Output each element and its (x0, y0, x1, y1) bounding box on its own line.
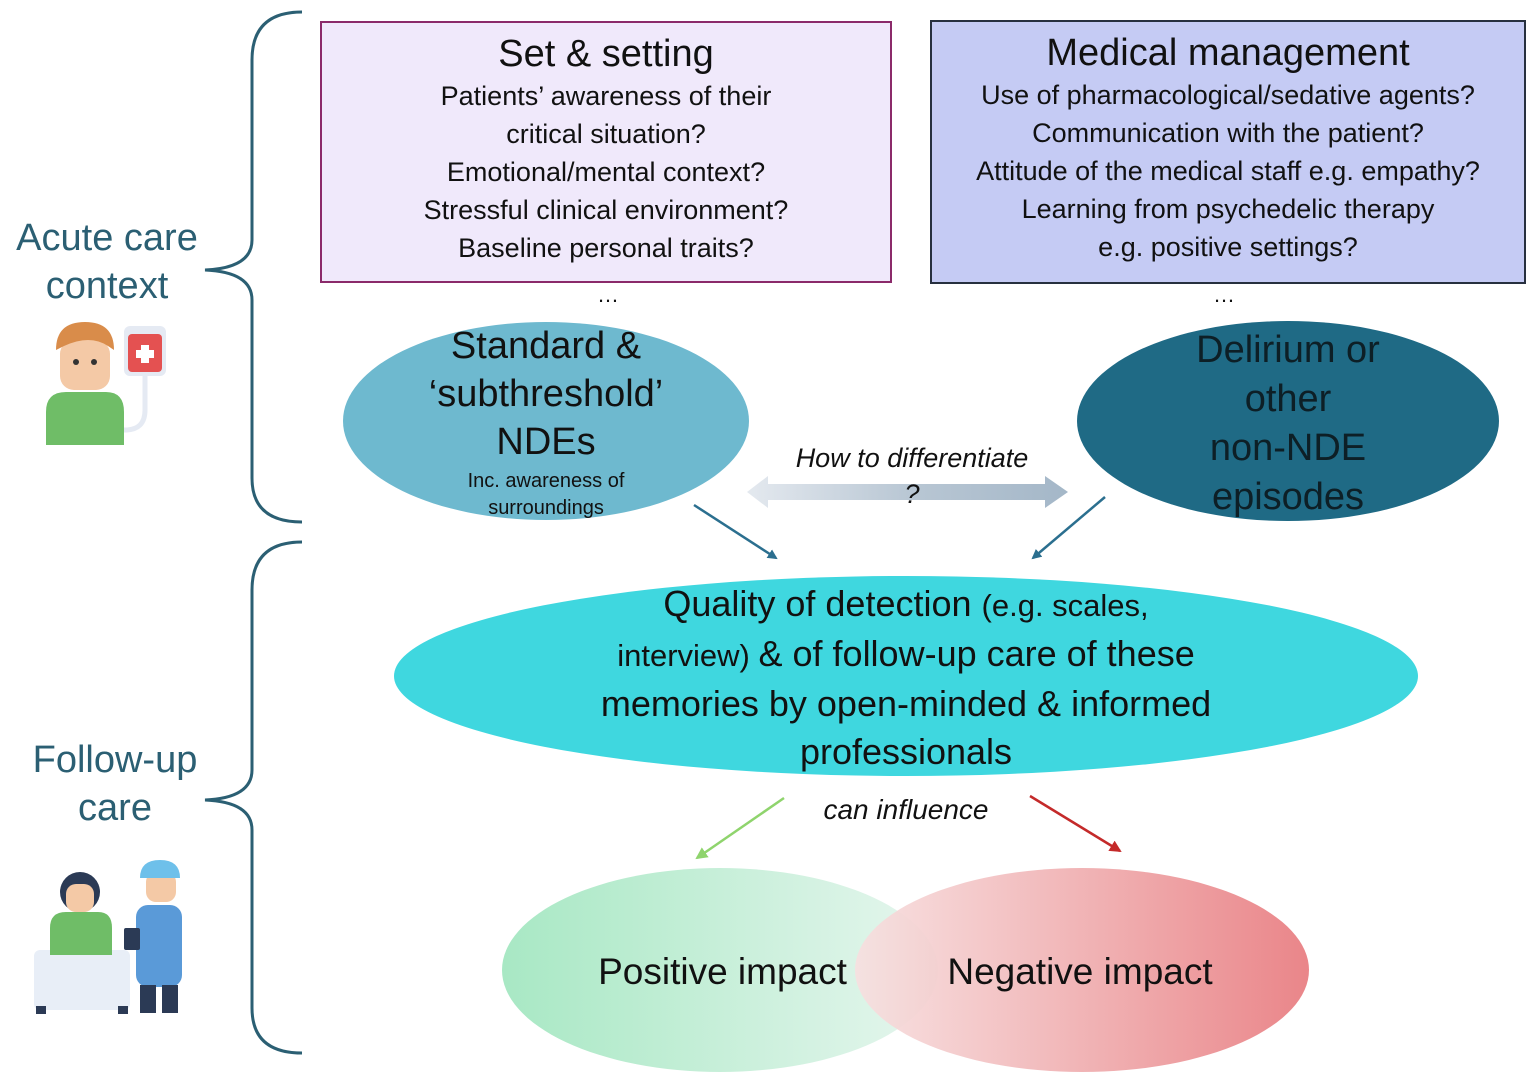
delirium-ellipse-shape (1077, 321, 1499, 521)
quality-line-2-main: & of follow-up care of these (758, 633, 1195, 674)
set-setting-title: Set & setting (498, 33, 714, 75)
quality-ellipse-shape (394, 576, 1418, 776)
acute-care-brace (204, 10, 303, 524)
delirium-line: other (1244, 378, 1332, 420)
nde-line: NDEs (496, 421, 596, 463)
set-setting-box: Set & setting Patients’ awareness of the… (320, 21, 892, 283)
patient-iv-icon (46, 322, 166, 445)
quality-line-2-small: interview) (617, 638, 759, 673)
quality-line-1: Quality of detection (e.g. scales, (394, 580, 1418, 630)
medical-management-box: Medical management Use of pharmacologica… (930, 20, 1526, 284)
differentiate-line-2: ? (904, 479, 920, 509)
quality-line-2: interview) & of follow-up care of these (394, 630, 1418, 680)
nde-ellipse: Standard & ‘subthreshold’ NDEs Inc. awar… (343, 322, 749, 522)
medical-line: Communication with the patient? (1032, 118, 1424, 148)
nde-line: ‘subthreshold’ (428, 373, 664, 415)
medical-line: Learning from psychedelic therapy (1021, 194, 1435, 224)
acute-care-line-1: Acute care (16, 217, 198, 259)
follow-up-line-2: care (78, 787, 152, 829)
follow-up-brace (204, 540, 303, 1055)
differentiate-label: How to differentiate ? (752, 440, 1072, 512)
can-influence-label: can influence (823, 794, 989, 825)
positive-arrow (695, 796, 785, 860)
positive-impact-label: Positive impact (598, 951, 847, 992)
medical-management-title: Medical management (1046, 32, 1410, 74)
medical-ellipsis: … (1213, 282, 1235, 307)
follow-up-label: Follow-up care (0, 736, 230, 832)
quality-line-1-small: (e.g. scales, (981, 588, 1149, 623)
nde-sub-line: Inc. awareness of (467, 470, 625, 492)
differentiate-arrow (747, 476, 1068, 508)
quality-line-4: professionals (799, 731, 1013, 772)
acute-care-line-2: context (45, 265, 169, 307)
set-setting-line: critical situation? (506, 119, 706, 149)
negative-impact-label: Negative impact (947, 951, 1213, 992)
positive-impact-shape (502, 868, 938, 1072)
medical-line: Attitude of the medical staff e.g. empat… (976, 156, 1480, 186)
quality-ellipse: Quality of detection (e.g. scales, inter… (394, 580, 1418, 776)
nde-sub-line: surroundings (488, 497, 604, 519)
delirium-line: episodes (1211, 476, 1365, 518)
negative-impact-shape (855, 868, 1309, 1072)
delirium-ellipse: Delirium or other non-NDE episodes (1077, 326, 1499, 522)
nde-ellipse-shape (343, 322, 749, 520)
delirium-line: non-NDE (1209, 427, 1367, 469)
set-setting-line: Emotional/mental context? (446, 157, 766, 187)
medical-line: Use of pharmacological/sedative agents? (981, 80, 1475, 110)
delirium-to-quality-arrow (1031, 496, 1106, 560)
acute-care-label: Acute care context (0, 214, 214, 310)
negative-arrow (1029, 794, 1122, 853)
set-setting-line: Patients’ awareness of their (440, 81, 772, 111)
caregivers-icon (34, 860, 182, 1014)
delirium-line: Delirium or (1196, 329, 1380, 371)
differentiate-line-1: How to differentiate (795, 443, 1029, 473)
set-setting-ellipsis: … (597, 282, 619, 307)
quality-line-3: memories by open-minded & informed (600, 683, 1212, 724)
nde-line: Standard & (450, 325, 642, 367)
set-setting-line: Stressful clinical environment? (423, 195, 789, 225)
medical-line: e.g. positive settings? (1098, 232, 1358, 262)
follow-up-line-1: Follow-up (32, 739, 198, 781)
nde-to-quality-arrow (693, 503, 778, 560)
set-setting-line: Baseline personal traits? (458, 233, 754, 263)
quality-line-1-main: Quality of detection (663, 583, 982, 624)
